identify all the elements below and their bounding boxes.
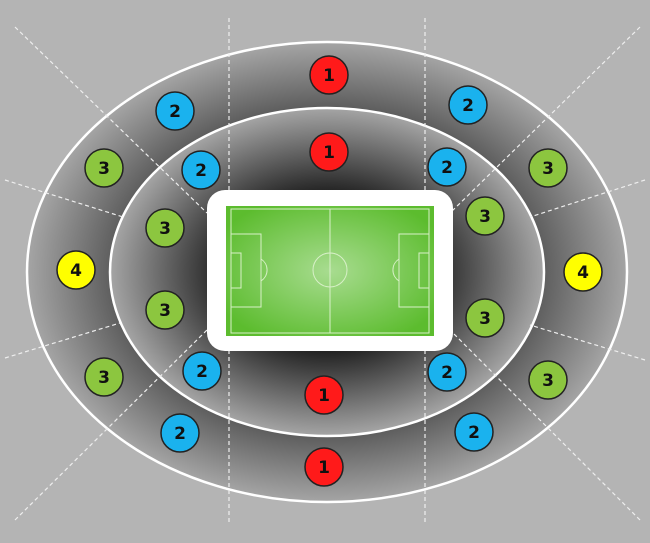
category-3-marker[interactable]: 3: [465, 298, 505, 338]
marker-circle: [182, 351, 222, 391]
marker-label: 3: [542, 371, 554, 391]
category-3-marker[interactable]: 3: [84, 357, 124, 397]
marker-circle: [427, 147, 467, 187]
marker-circle: [309, 55, 349, 95]
category-2-marker[interactable]: 2: [448, 85, 488, 125]
marker-circle: [528, 360, 568, 400]
marker-label: 3: [98, 368, 110, 388]
marker-circle: [181, 150, 221, 190]
marker-label: 2: [174, 424, 186, 444]
football-pitch: [226, 206, 434, 336]
marker-circle: [304, 375, 344, 415]
category-2-marker[interactable]: 2: [454, 412, 494, 452]
category-2-marker[interactable]: 2: [182, 351, 222, 391]
category-3-marker[interactable]: 3: [528, 360, 568, 400]
marker-label: 1: [323, 143, 335, 163]
marker-label: 2: [196, 362, 208, 382]
category-4-marker[interactable]: 4: [563, 252, 603, 292]
category-1-marker[interactable]: 1: [304, 447, 344, 487]
marker-label: 4: [577, 263, 589, 283]
marker-label: 3: [479, 207, 491, 227]
category-3-marker[interactable]: 3: [84, 148, 124, 188]
category-2-marker[interactable]: 2: [181, 150, 221, 190]
category-2-marker[interactable]: 2: [427, 147, 467, 187]
category-4-marker[interactable]: 4: [56, 250, 96, 290]
marker-circle: [454, 412, 494, 452]
marker-circle: [465, 298, 505, 338]
marker-circle: [528, 148, 568, 188]
marker-label: 3: [542, 159, 554, 179]
marker-circle: [448, 85, 488, 125]
marker-circle: [309, 132, 349, 172]
category-3-marker[interactable]: 3: [528, 148, 568, 188]
marker-circle: [160, 413, 200, 453]
category-1-marker[interactable]: 1: [309, 132, 349, 172]
category-3-marker[interactable]: 3: [145, 290, 185, 330]
category-markers: 1 1 1 1 2 2 2 2 2 2 2 2 3 3 3 3 3 3 3 3 4 4: [56, 55, 603, 487]
marker-circle: [304, 447, 344, 487]
marker-label: 3: [159, 219, 171, 239]
marker-label: 2: [169, 102, 181, 122]
marker-circle: [145, 208, 185, 248]
section-dividers: [4, 18, 646, 525]
marker-label: 2: [195, 161, 207, 181]
marker-label: 4: [70, 261, 82, 281]
marker-label: 2: [441, 158, 453, 178]
marker-circle: [56, 250, 96, 290]
marker-circle: [145, 290, 185, 330]
marker-circle: [84, 148, 124, 188]
marker-label: 2: [441, 363, 453, 383]
category-2-marker[interactable]: 2: [155, 91, 195, 131]
marker-label: 2: [462, 96, 474, 116]
category-2-marker[interactable]: 2: [427, 352, 467, 392]
marker-label: 1: [318, 458, 330, 478]
category-2-marker[interactable]: 2: [160, 413, 200, 453]
marker-label: 3: [159, 301, 171, 321]
category-3-marker[interactable]: 3: [465, 196, 505, 236]
marker-label: 2: [468, 423, 480, 443]
marker-circle: [563, 252, 603, 292]
marker-circle: [427, 352, 467, 392]
category-1-marker[interactable]: 1: [309, 55, 349, 95]
category-1-marker[interactable]: 1: [304, 375, 344, 415]
marker-circle: [465, 196, 505, 236]
marker-label: 3: [98, 159, 110, 179]
marker-circle: [84, 357, 124, 397]
marker-circle: [155, 91, 195, 131]
category-3-marker[interactable]: 3: [145, 208, 185, 248]
marker-label: 1: [323, 66, 335, 86]
marker-label: 1: [318, 386, 330, 406]
marker-label: 3: [479, 309, 491, 329]
